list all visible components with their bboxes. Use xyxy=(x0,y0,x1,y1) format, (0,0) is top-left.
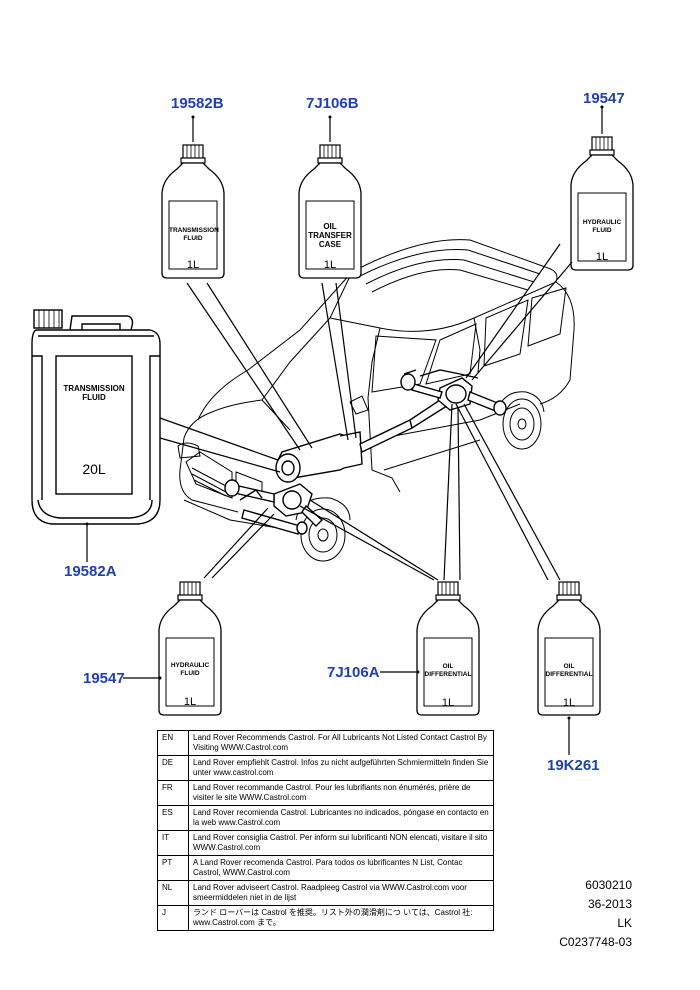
bottle-transfer-line3: CASE xyxy=(318,240,342,249)
bottle-diff-b-line2: DIFFERENTIAL xyxy=(545,670,593,678)
part-number-19582a: 19582A xyxy=(64,563,117,580)
language-code: ES xyxy=(157,805,189,831)
language-code: NL xyxy=(157,880,189,906)
note-text: Land Rover recomienda Castrol. Lubricant… xyxy=(188,805,494,831)
bottle-oil-differential-a-1l xyxy=(416,581,480,716)
bottle-oil-differential-b-1l xyxy=(537,581,601,716)
part-number-7j106b: 7J106B xyxy=(306,95,359,112)
bottle-hydraulic-top-line2: FLUID xyxy=(592,226,612,234)
note-text: A Land Rover recomenda Castrol. Para tod… xyxy=(188,855,494,881)
reference-line-4: C0237748-03 xyxy=(559,935,632,949)
language-code: EN xyxy=(157,730,189,756)
bottle-hydraulic-top-line1: HYDRAULIC xyxy=(582,219,622,226)
part-number-19k261: 19K261 xyxy=(547,757,600,774)
drivetrain xyxy=(224,369,507,535)
note-text: Land Rover recommande Castrol. Pour les … xyxy=(188,780,494,806)
language-code: PT xyxy=(157,855,189,881)
bottle-diff-a-line2: DIFFERENTIAL xyxy=(424,670,472,678)
bottle-transfer-volume: 1L xyxy=(323,259,337,271)
bottle-transmission-volume: 1L xyxy=(186,259,200,271)
note-text: ランド ローバーは Castrol を推奨。リスト外の潤滑剤につ いては、Cas… xyxy=(188,905,494,931)
bottle-hydraulic-bottom-line2: FLUID xyxy=(180,669,200,677)
bottle-transmission-line2: FLUID xyxy=(183,234,203,242)
bottle-diff-b-volume: 1L xyxy=(562,697,576,709)
language-code: IT xyxy=(157,830,189,856)
leader-lines xyxy=(86,107,603,755)
can-volume: 20L xyxy=(82,461,106,477)
bottle-transmission-line1: TRANSMISSION xyxy=(169,227,219,234)
bottle-diff-a-volume: 1L xyxy=(441,697,455,709)
note-text: Land Rover consiglia Castrol. Per inform… xyxy=(188,830,494,856)
bottle-hydraulic-bottom-label: HYDRAULIC FLUID xyxy=(166,662,214,677)
bottle-diff-b-label: OIL DIFFERENTIAL xyxy=(545,663,593,678)
language-code: J xyxy=(157,905,189,931)
part-number-19547-top: 19547 xyxy=(583,90,625,107)
bottle-diff-a-label: OIL DIFFERENTIAL xyxy=(424,663,472,678)
bottle-diff-b-line1: OIL xyxy=(563,663,575,670)
note-text: Land Rover empfiehlt Castrol. Infos zu n… xyxy=(188,755,494,781)
can-label: TRANSMISSION FLUID xyxy=(56,384,132,402)
note-text: Land Rover Recommends Castrol. For All L… xyxy=(188,730,494,756)
bottle-hydraulic-top-label: HYDRAULIC FLUID xyxy=(578,219,626,234)
bottle-transfer-label: OIL TRANSFER CASE xyxy=(306,222,354,249)
language-code: FR xyxy=(157,780,189,806)
vehicle-illustration xyxy=(177,239,575,562)
bottle-hydraulic-bottom-volume: 1L xyxy=(183,696,197,708)
note-text: Land Rover adviseert Castrol. Raadpleeg … xyxy=(188,880,494,906)
can-line1: TRANSMISSION xyxy=(63,384,125,393)
bottle-hydraulic-top-volume: 1L xyxy=(595,251,609,263)
reference-line-1: 6030210 xyxy=(585,878,632,892)
bottle-transfer-line2: TRANSFER xyxy=(308,231,352,240)
part-number-7j106a: 7J106A xyxy=(327,664,380,681)
part-number-19582b: 19582B xyxy=(171,95,224,112)
language-code: DE xyxy=(157,755,189,781)
bottle-diff-a-line1: OIL xyxy=(442,663,454,670)
reference-line-2: 36-2013 xyxy=(587,897,632,911)
document-reference: 6030210 36-2013 LK C0237748-03 xyxy=(512,876,632,952)
bottle-hydraulic-bottom-line1: HYDRAULIC xyxy=(170,662,210,669)
reference-line-3: LK xyxy=(617,916,632,930)
can-line2: FLUID xyxy=(82,393,106,402)
bottle-transmission-label: TRANSMISSION FLUID xyxy=(169,227,219,242)
part-number-19547-bottom: 19547 xyxy=(83,670,125,687)
bottle-transfer-line1: OIL xyxy=(323,222,337,231)
can-transmission-fluid-20l xyxy=(31,309,161,525)
